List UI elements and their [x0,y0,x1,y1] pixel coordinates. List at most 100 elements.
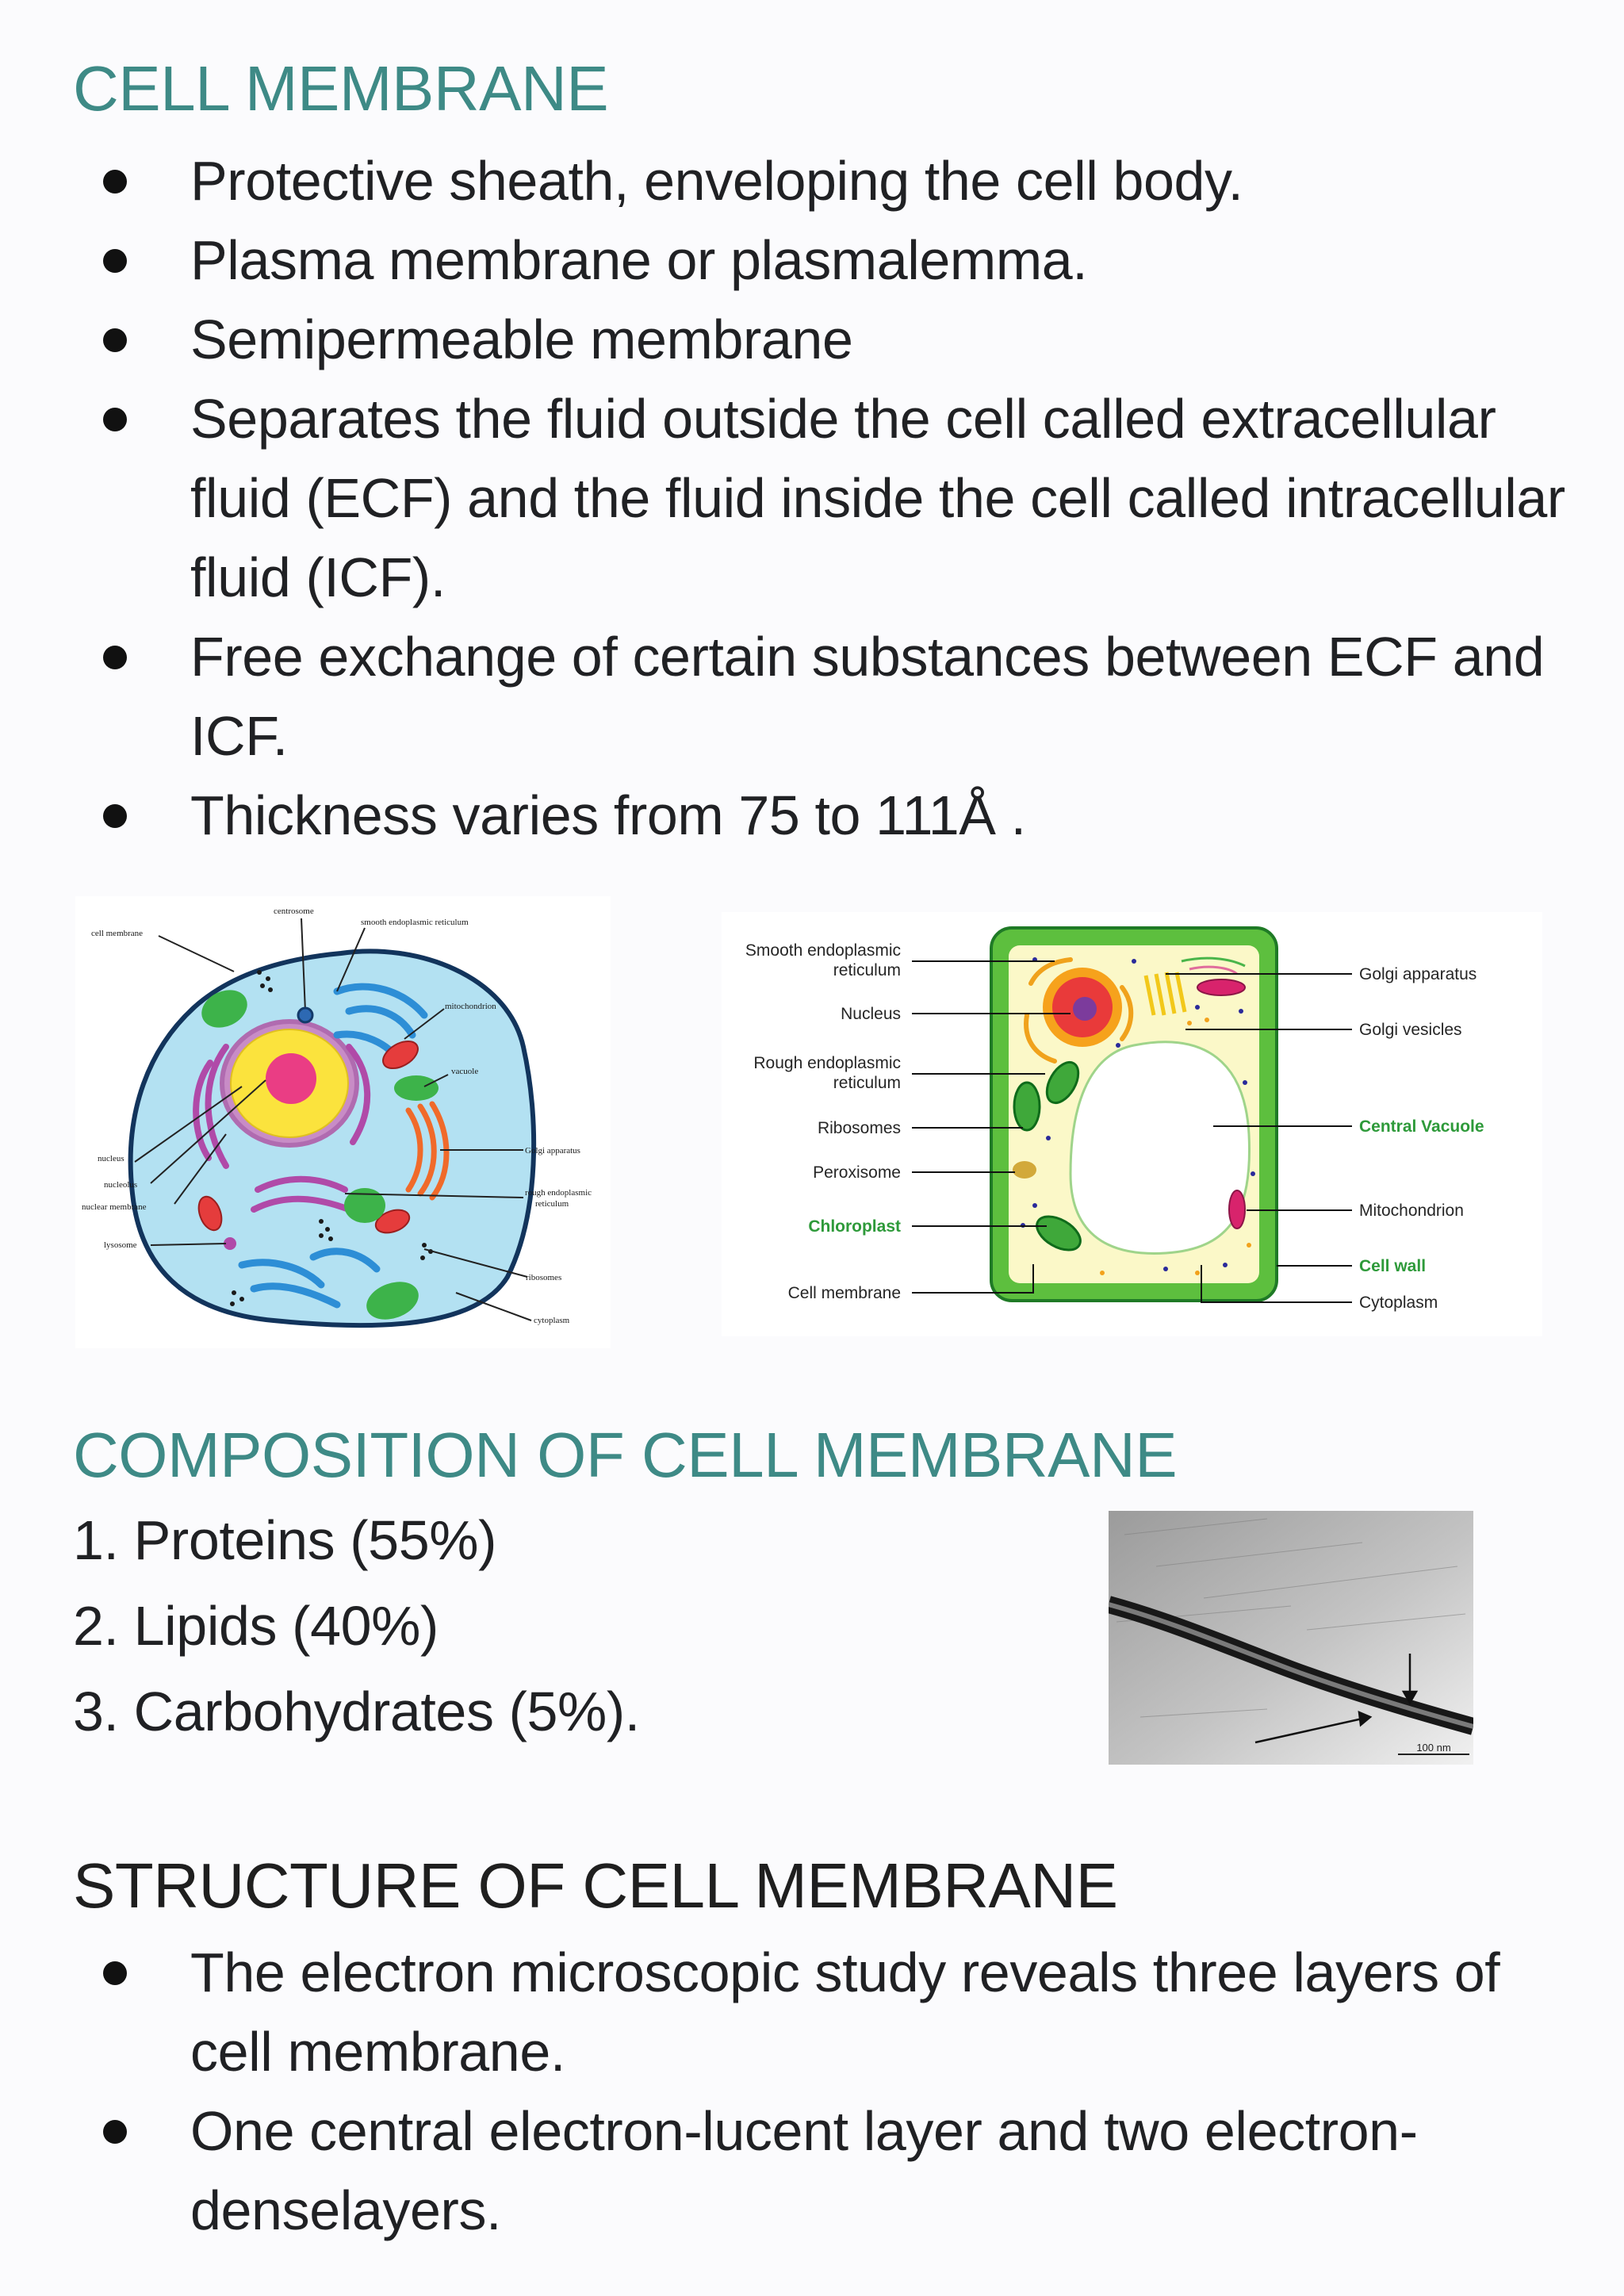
animal-cell-membrane [128,949,537,1328]
micrograph-background [1109,1511,1473,1765]
plant-peroxisome [1013,1161,1036,1179]
bullet-item: Protective sheath, enveloping the cell b… [0,141,1624,220]
label-cytoplasm: Cytoplasm [1359,1294,1438,1312]
bullet-dot [103,2120,127,2144]
bullet-dot [103,804,127,828]
composition-item-carbohydrates: 3. Carbohydrates (5%). [73,1681,640,1742]
plant-cell-svg: Smooth endoplasmic reticulum Nucleus Rou… [745,926,1484,1312]
bullet-item: The electron microscopic study reveals t… [0,1933,1624,2091]
leader-line [301,918,306,1012]
animal-labels: centrosome cell membrane smooth endoplas… [82,907,592,1325]
bullet-text: Protective sheath, enveloping the cell b… [190,150,1243,212]
micrograph-arrows [1254,1654,1419,1744]
scale-label: 100 nm [1416,1742,1450,1754]
plant-chloroplast [1036,1215,1082,1251]
animal-cell-diagram: centrosome cell membrane smooth endoplas… [75,896,611,1348]
plant-central-vacuole [1069,1041,1251,1255]
label-smooth-er: Smooth endoplasmic [745,941,901,960]
plant-nucleolus [1073,997,1097,1021]
label-nuclear-membrane: nuclear membrane [82,1202,147,1212]
bullet-item: One central electron-lucent layer and tw… [0,2091,1624,2250]
animal-vacuole [394,1075,439,1101]
plant-golgi [1143,972,1187,1016]
label-golgi-vesicles: Golgi vesicles [1359,1021,1462,1039]
bullet-text: Separates the fluid outside the cell cal… [190,388,1565,608]
plant-cell-diagram: Smooth endoplasmic reticulum Nucleus Rou… [722,912,1542,1336]
animal-mitochondrion [374,1209,411,1234]
label-mitochondrion: mitochondrion [445,1002,496,1011]
label-chloroplast: Chloroplast [808,1217,901,1236]
bullet-dot [103,170,127,194]
animal-vacuole [366,1282,419,1320]
animal-vacuole [344,1188,385,1223]
bullet-dot [103,646,127,669]
label-lysosome: lysosome [104,1240,137,1250]
animal-ribosomes [230,970,433,1306]
label-golgi: Golgi apparatus [525,1146,580,1156]
label-ribosomes: Ribosomes [818,1119,901,1137]
bullet-text: Semipermeable membrane [190,309,853,370]
label-cell-membrane: cell membrane [91,929,143,938]
bullet-item: Thickness varies from 75 to 111Å . [0,776,1624,855]
micrograph-svg: 100 nm [1109,1511,1473,1765]
label-ribosomes: ribosomes [526,1273,561,1282]
plant-chloroplast [1013,1081,1041,1132]
bullet-dot [103,1961,127,1985]
plant-mitochondrion [1197,979,1246,996]
membrane-micrograph: 100 nm [1109,1511,1473,1765]
heading-cell-membrane: CELL MEMBRANE [73,53,609,124]
label-cytoplasm: cytoplasm [534,1316,570,1325]
bullet-dot [103,328,127,352]
animal-nucleolus [266,1053,316,1104]
label-nucleus: nucleus [98,1154,124,1163]
label-rough-er: Rough endoplasmic [753,1054,901,1072]
label-mitochondrion: Mitochondrion [1359,1202,1464,1220]
plant-rough-er [1024,957,1134,1064]
composition-item-proteins: 1. Proteins (55%) [73,1509,496,1571]
structure-bullet-list: The electron microscopic study reveals t… [0,1933,1624,2250]
animal-rough-er [193,1044,371,1213]
bullet-text: One central electron-lucent layer and tw… [190,2100,1418,2241]
membrane-lucent-layer [1109,1602,1473,1729]
bullet-item: Plasma membrane or plasmalemma. [0,220,1624,300]
heading-composition: COMPOSITION OF CELL MEMBRANE [73,1420,1178,1490]
bullet-text: Free exchange of certain substances betw… [190,626,1545,767]
bullet-dot [103,408,127,431]
label-vacuole: vacuole [451,1067,478,1076]
centrosome-icon [297,1006,314,1024]
plant-leader-lines [912,960,1352,1303]
animal-vacuole [201,990,247,1028]
bullet-item: Separates the fluid outside the cell cal… [0,379,1624,617]
label-rough-er: rough endoplasmic [525,1188,592,1198]
label-smooth-er: smooth endoplasmic reticulum [361,918,469,927]
animal-mitochondrion [382,1040,419,1070]
animal-golgi [405,1101,450,1201]
label-nucleolus: nucleolus [104,1180,137,1190]
composition-item-lipids: 2. Lipids (40%) [73,1595,439,1657]
label-nucleus: Nucleus [841,1005,901,1023]
animal-mitochondrion [197,1195,223,1232]
cell-membrane-bullet-list: Protective sheath, enveloping the cell b… [0,141,1624,855]
bullet-item: Semipermeable membrane [0,300,1624,379]
animal-lysosome [224,1237,236,1250]
composition-list: 1. Proteins (55%) 2. Lipids (40%) 3. Car… [73,1497,640,1754]
heading-structure: STRUCTURE OF CELL MEMBRANE [73,1850,1118,1921]
plant-chloroplast [1045,1060,1080,1105]
label-peroxisome: Peroxisome [813,1163,901,1182]
plant-smooth-er-arc [1189,965,1238,976]
label-rough-er-2: reticulum [833,1074,901,1092]
animal-leader-lines [134,927,532,1321]
bullet-text: Thickness varies from 75 to 111Å . [190,784,1026,846]
label-cell-membrane: Cell membrane [788,1284,901,1302]
bullet-text: Plasma membrane or plasmalemma. [190,229,1088,291]
label-central-vacuole: Central Vacuole [1359,1117,1484,1136]
label-cell-wall: Cell wall [1359,1257,1426,1275]
label-centrosome: centrosome [274,907,314,916]
bullet-item: Free exchange of certain substances betw… [0,617,1624,776]
label-rough-er-2: reticulum [535,1199,569,1209]
plant-labels: Smooth endoplasmic reticulum Nucleus Rou… [745,941,1484,1312]
animal-cell-svg: centrosome cell membrane smooth endoplas… [82,907,592,1328]
label-golgi-apparatus: Golgi apparatus [1359,965,1477,983]
label-smooth-er-2: reticulum [833,961,901,979]
plant-smooth-er-arc [1181,956,1246,968]
